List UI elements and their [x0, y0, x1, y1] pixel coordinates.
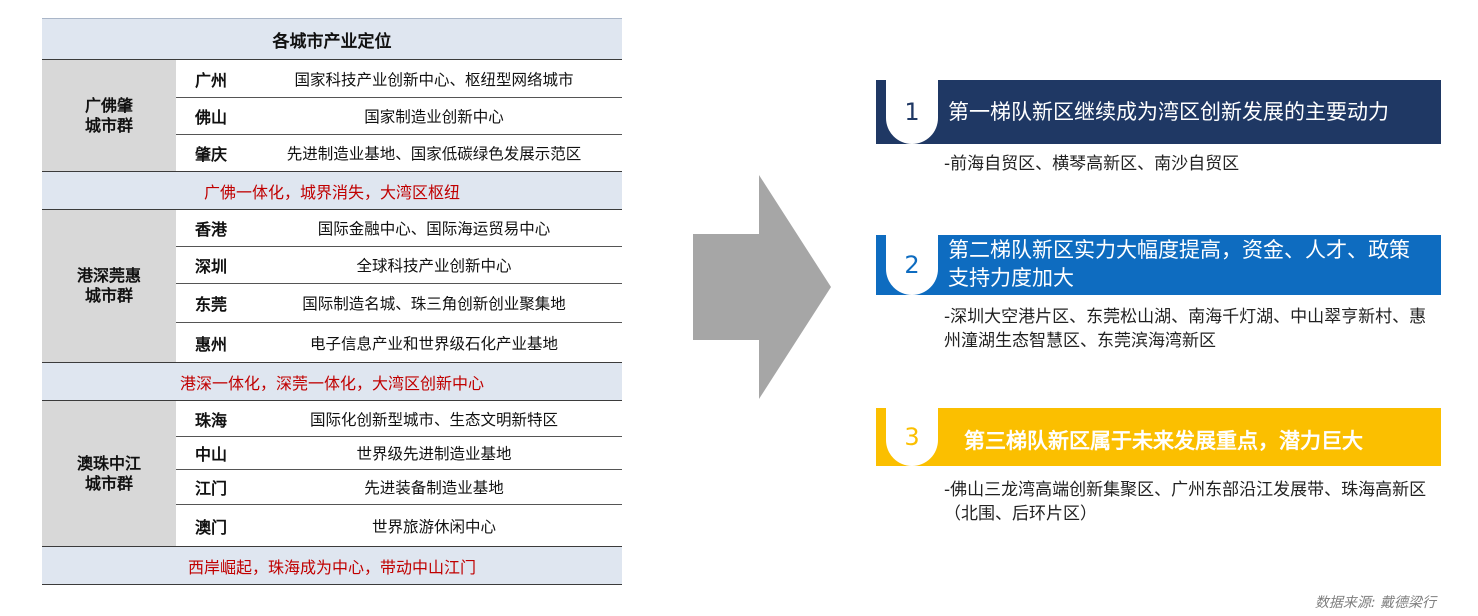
group-name: 广佛肇 城市群 — [42, 59, 176, 172]
tier-badge — [886, 80, 938, 144]
city-role: 世界旅游休闲中心 — [372, 517, 497, 536]
city-role: 电子信息产业和世界级石化产业基地 — [310, 334, 559, 353]
group-name: 澳珠中江 城市群 — [42, 400, 176, 547]
group-name-text: 港深莞惠 城市群 — [76, 266, 141, 305]
city-role: 国家制造业创新中心 — [246, 97, 623, 135]
city-role: 国家科技产业创新中心、枢纽型网络城市 — [246, 59, 623, 98]
city-name: 澳门 — [194, 517, 227, 537]
tier-number: 3 — [904, 423, 920, 451]
city-name: 珠海 — [176, 400, 246, 437]
tier-detail: -佛山三龙湾高端创新集聚区、广州东部沿江发展带、珠海高新区（北围、后环片区） — [944, 480, 1427, 524]
tier-number: 2 — [904, 251, 920, 279]
tier-title: 第三梯队新区属于未来发展重点，潜力巨大 — [964, 429, 1363, 453]
city-role: 先进制造业基地、国家低碳绿色发展示范区 — [286, 145, 582, 163]
tier-2-bar: 2 第二梯队新区实力大幅度提高，资金、人才、政策支持力度加大 — [876, 235, 1441, 295]
city-role: 先进装备制造业基地 — [246, 469, 623, 505]
tier-badge — [886, 235, 938, 295]
right-arrow-icon — [693, 175, 831, 399]
group-name: 港深莞惠 城市群 — [42, 209, 176, 363]
tier-badge — [886, 408, 938, 466]
city-role: 国际制造名城、珠三角创新创业聚集地 — [246, 283, 623, 323]
group-summary: 港深一体化，深莞一体化，大湾区创新中心 — [42, 362, 623, 401]
tier-detail: -前海自贸区、横琴高新区、南沙自贸区 — [944, 154, 1240, 174]
city-role: 国际化创新型城市、生态文明新特区 — [246, 400, 623, 437]
city-name: 中山 — [176, 436, 246, 470]
tier-1-bar: 1 第一梯队新区继续成为湾区创新发展的主要动力 — [876, 80, 1441, 144]
city-role: 国际金融中心、国际海运贸易中心 — [246, 209, 623, 247]
table-title: 各城市产业定位 — [42, 18, 623, 60]
city-role: 世界级先进制造业基地 — [246, 436, 623, 470]
city-name: 广州 — [176, 59, 246, 98]
tier-number: 1 — [904, 98, 920, 126]
city-name: 香港 — [176, 209, 246, 247]
city-role: 全球科技产业创新中心 — [246, 246, 623, 284]
group-summary: 广佛一体化，城界消失，大湾区枢纽 — [42, 171, 623, 210]
city-name: 肇庆 — [194, 145, 227, 164]
tier-3-bar: 3 第三梯队新区属于未来发展重点，潜力巨大 — [876, 408, 1441, 466]
group-name-text: 澳珠中江 城市群 — [76, 453, 141, 493]
city-industry-table: 各城市产业定位 广佛肇 城市群 广州 国家科技产业创新中心、枢纽型网络城市 佛山… — [42, 18, 623, 585]
city-name: 惠州 — [194, 334, 227, 354]
tier-title: 第二梯队新区实力大幅度提高，资金、人才、政策支持力度加大 — [948, 238, 1410, 290]
city-name: 深圳 — [176, 246, 246, 284]
source-note: 数据来源: 戴德梁行 — [1314, 595, 1436, 611]
group-summary: 西岸崛起，珠海成为中心，带动中山江门 — [42, 546, 623, 585]
city-name: 东莞 — [176, 283, 246, 323]
group-name-text: 广佛肇 城市群 — [84, 95, 133, 135]
city-name: 佛山 — [176, 97, 246, 135]
tier-detail: -深圳大空港片区、东莞松山湖、南海千灯湖、中山翠亨新村、惠州潼湖生态智慧区、东莞… — [944, 307, 1427, 351]
city-name: 江门 — [176, 469, 246, 505]
tier-title: 第一梯队新区继续成为湾区创新发展的主要动力 — [948, 100, 1389, 124]
